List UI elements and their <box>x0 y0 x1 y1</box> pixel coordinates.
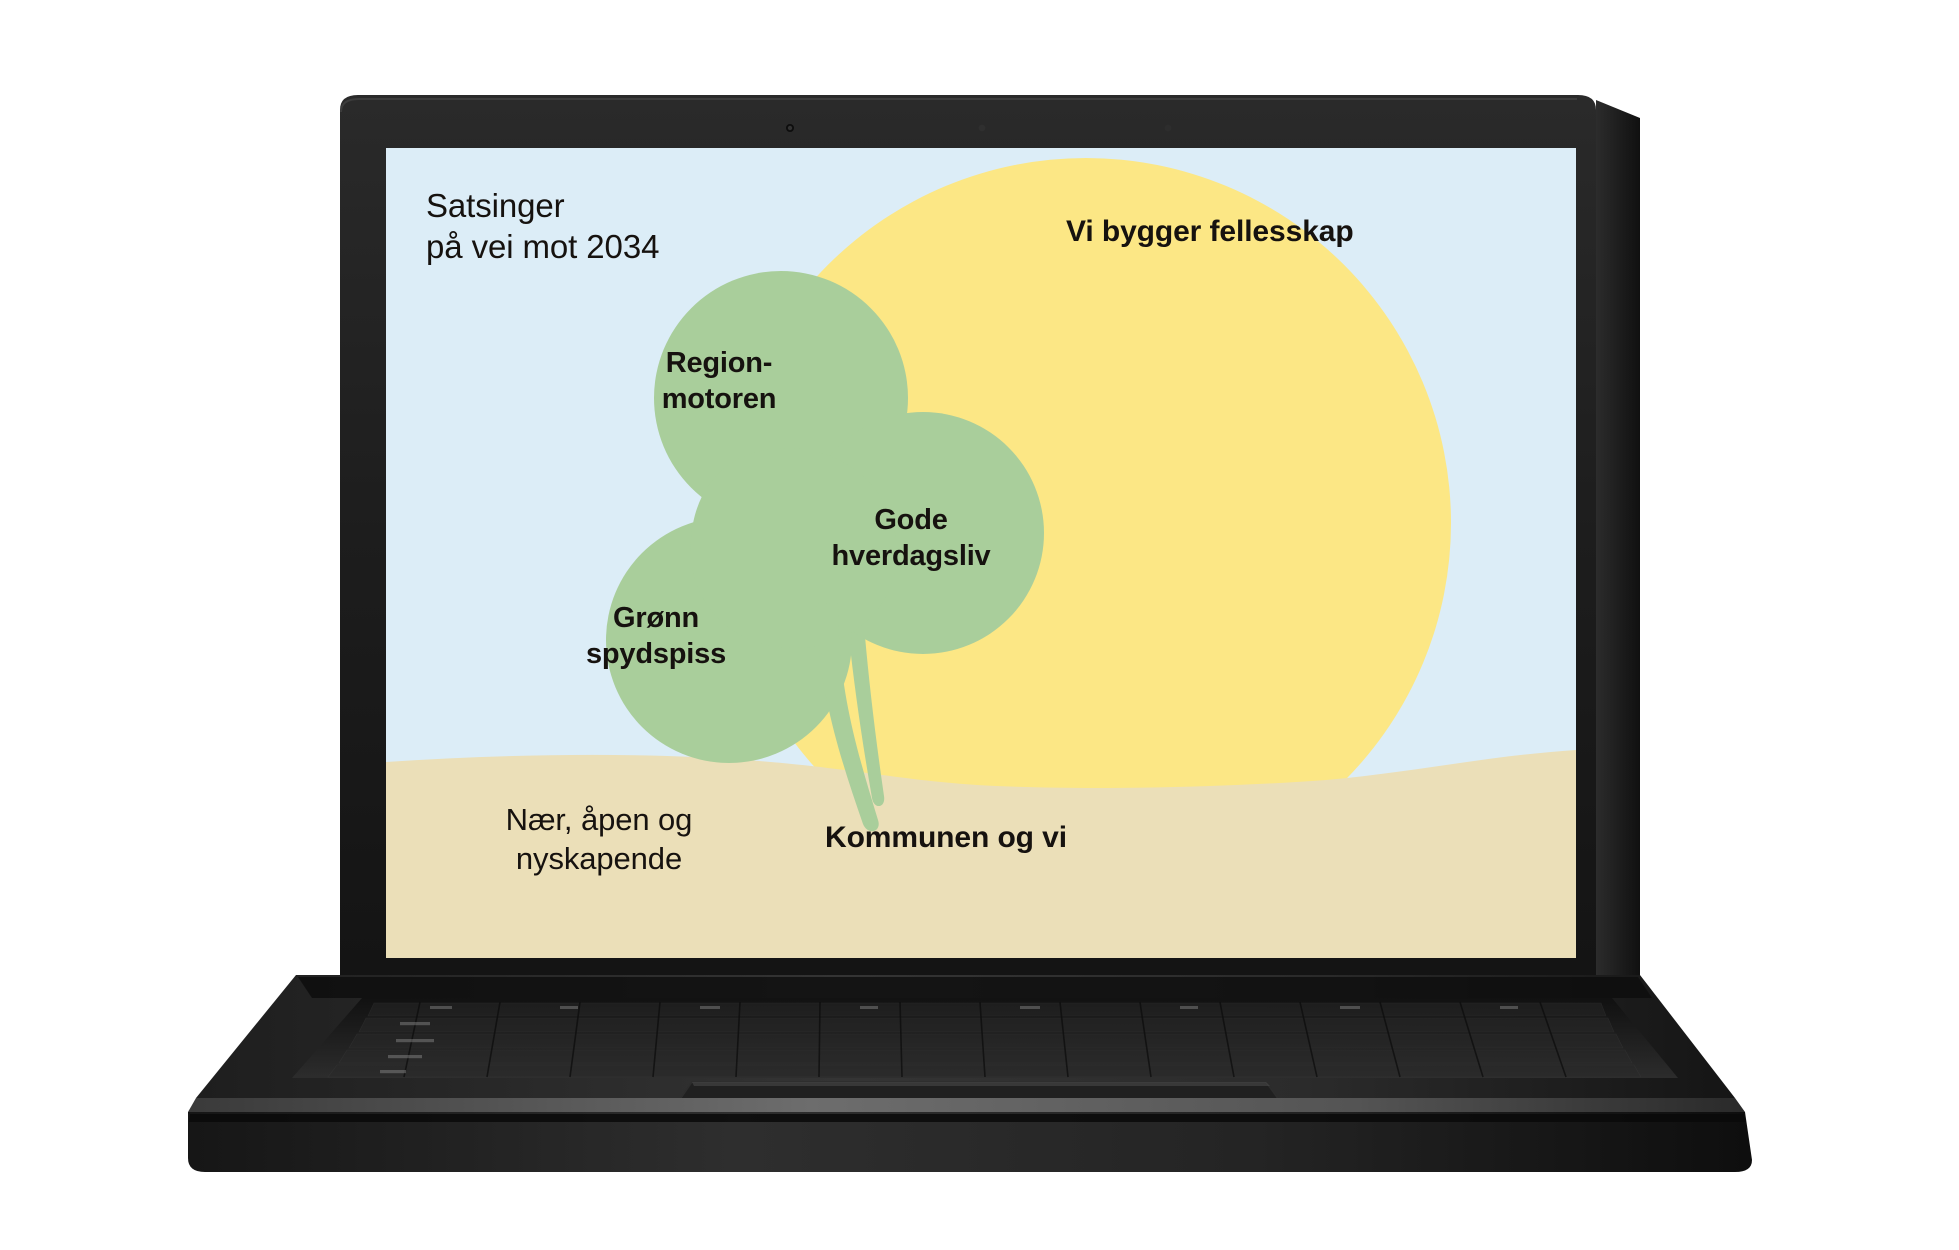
clover-label-region-motoren: Region- motoren <box>661 347 777 415</box>
tagline-naer-apen-og-nyskapende: Nær, åpen og nyskapende <box>505 802 693 877</box>
tagline-fellesskap: Vi bygger fellesskap <box>1066 215 1354 248</box>
laptop-front-edge <box>188 1098 1745 1112</box>
clover-stem-main <box>816 603 879 832</box>
laptop-base <box>188 1112 1752 1172</box>
sensor-dot <box>978 124 986 132</box>
tagline-kommunen-og-vi: Kommunen og vi <box>825 821 1067 854</box>
sun-circle <box>721 158 1451 888</box>
screen-content: Satsinger på vei mot 2034 Vi bygger fell… <box>386 148 1576 958</box>
keyboard-keys <box>327 1001 1642 1078</box>
page-title: Satsinger på vei mot 2034 <box>426 187 660 265</box>
clover-leaves <box>606 271 1044 763</box>
slide-illustration <box>386 148 1576 958</box>
laptop-lid-side <box>1596 100 1640 998</box>
ground-shape <box>386 750 1576 958</box>
clover-label-gode-hverdagsliv: Gode hverdagsliv <box>831 504 991 572</box>
clover-label-gronn-spydspiss: Grønn spydspiss <box>585 602 727 670</box>
webcam-icon <box>787 125 793 131</box>
sensor-dot <box>1164 124 1172 132</box>
laptop-hinge <box>298 977 1652 998</box>
